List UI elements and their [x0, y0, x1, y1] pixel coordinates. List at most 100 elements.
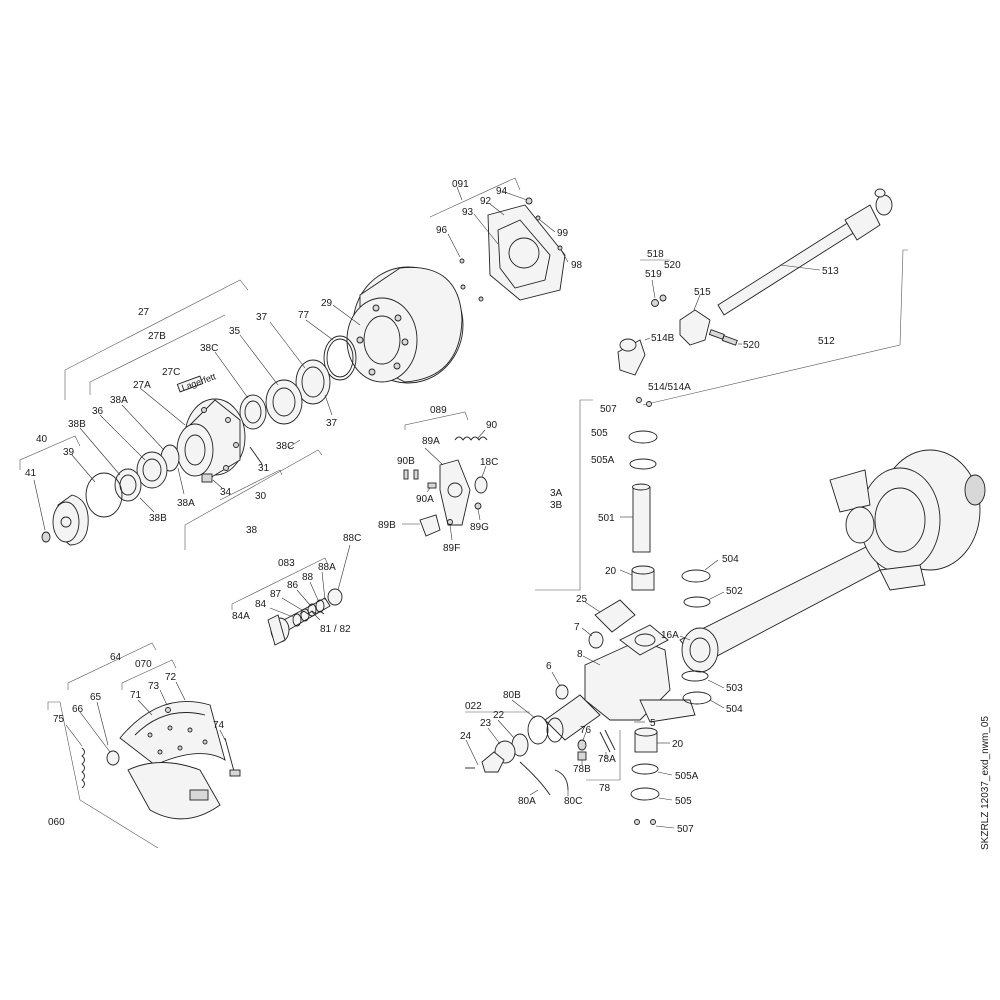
tie-rod-clamp — [844, 204, 881, 241]
screw-507b — [646, 401, 652, 407]
label-78A: 78A — [598, 754, 616, 765]
label-89A: 89A — [422, 436, 440, 447]
spindle-nut-group — [465, 699, 621, 796]
leader-65 — [96, 701, 109, 746]
leader-84 — [269, 607, 294, 618]
rivet — [147, 732, 153, 738]
nut-519 — [651, 299, 659, 307]
brake-drum-hub-hole — [363, 315, 401, 365]
label-27: 27 — [138, 307, 150, 318]
label-505Ab: 505A — [675, 771, 699, 782]
label-38B2: 38B — [149, 513, 167, 524]
label-27C: 27C — [162, 367, 180, 378]
leader-505Ab — [657, 771, 673, 776]
cap-78B — [577, 751, 587, 761]
spindle-tip — [546, 717, 564, 743]
label-80B: 80B — [503, 690, 521, 701]
label-24: 24 — [460, 731, 472, 742]
hub-cap-face — [52, 501, 80, 543]
brake-shoe-upper — [119, 701, 226, 766]
leader-99 — [539, 219, 556, 233]
leader-66 — [79, 711, 111, 753]
drum-bolt-hole — [401, 338, 409, 346]
label-84: 84 — [255, 599, 267, 610]
pin-78A — [599, 731, 611, 753]
label-66: 66 — [72, 704, 84, 715]
bracket-512 — [642, 249, 908, 406]
label-89G: 89G — [470, 522, 489, 533]
label-27A: 27A — [133, 380, 151, 391]
seal-77-inner — [326, 338, 354, 378]
rivet — [177, 745, 183, 751]
leader-37b — [324, 394, 333, 416]
ring-87 — [300, 608, 310, 622]
label-38B1: 38B — [68, 419, 86, 430]
hub-bore — [184, 434, 206, 466]
bushing-20b-top — [634, 727, 658, 737]
label-86: 86 — [287, 580, 299, 591]
king-pin-501 — [632, 486, 651, 553]
dust-shield-inner — [497, 219, 551, 289]
cover-505 — [628, 430, 658, 444]
label-35: 35 — [229, 326, 241, 337]
label-503: 503 — [726, 683, 743, 694]
bracket-3A — [535, 399, 593, 591]
leader-503 — [707, 679, 725, 689]
leader-88C — [337, 544, 351, 591]
label-38Ca: 38C — [200, 343, 218, 354]
knuckle-top-boss — [619, 624, 669, 656]
leader-35 — [239, 334, 279, 386]
label-73: 73 — [148, 681, 160, 692]
rivet — [157, 749, 163, 755]
grease-tube-27C — [176, 375, 204, 393]
label-81-82: 81 / 82 — [320, 624, 351, 635]
leader-37a — [269, 321, 306, 369]
label-060: 060 — [48, 817, 65, 828]
clip-80C — [554, 769, 569, 791]
bracket-89B — [419, 514, 441, 537]
label-022: 022 — [465, 701, 482, 712]
label-512: 512 — [818, 336, 835, 347]
label-29: 29 — [321, 298, 333, 309]
inner-bearing-group — [79, 404, 185, 513]
bolt-520 — [708, 329, 725, 340]
roller-66 — [106, 750, 120, 766]
drum-bolt-hole — [394, 314, 402, 322]
label-22: 22 — [493, 710, 505, 721]
washer-84 — [292, 613, 302, 627]
gasket-39 — [85, 472, 123, 518]
part-89F — [447, 519, 453, 525]
label-513: 513 — [822, 266, 839, 277]
leader-505b — [658, 797, 673, 801]
leader-38Ca — [214, 351, 249, 399]
label-88A: 88A — [318, 562, 336, 573]
tie-rod-group — [617, 188, 908, 406]
tie-rod-end-ball — [875, 194, 893, 216]
label-39: 39 — [63, 447, 75, 458]
bolt-96a — [459, 258, 465, 264]
bolt-520b — [721, 335, 738, 346]
leader-86 — [296, 589, 311, 606]
label-501: 501 — [598, 513, 615, 524]
bracket-30 — [219, 469, 283, 501]
label-505b: 505 — [675, 796, 692, 807]
tie-rod-tube-513 — [717, 214, 867, 316]
screw-507a — [636, 397, 642, 403]
bushing-88C — [327, 588, 343, 606]
ring-37-inner — [301, 366, 325, 398]
label-64: 64 — [110, 652, 122, 663]
seal-504a — [681, 569, 711, 583]
leader-74 — [219, 729, 226, 741]
bushing-7 — [588, 631, 604, 649]
bracket-070 — [121, 659, 177, 690]
leader-41 — [33, 479, 46, 531]
label-78: 78 — [599, 783, 611, 794]
rivet — [187, 727, 193, 733]
spring-90 — [454, 436, 488, 441]
ring-80B — [527, 715, 549, 745]
bracket-78 — [586, 730, 621, 781]
label-41: 41 — [25, 468, 37, 479]
label-92: 92 — [480, 196, 492, 207]
leader-98 — [560, 249, 569, 263]
